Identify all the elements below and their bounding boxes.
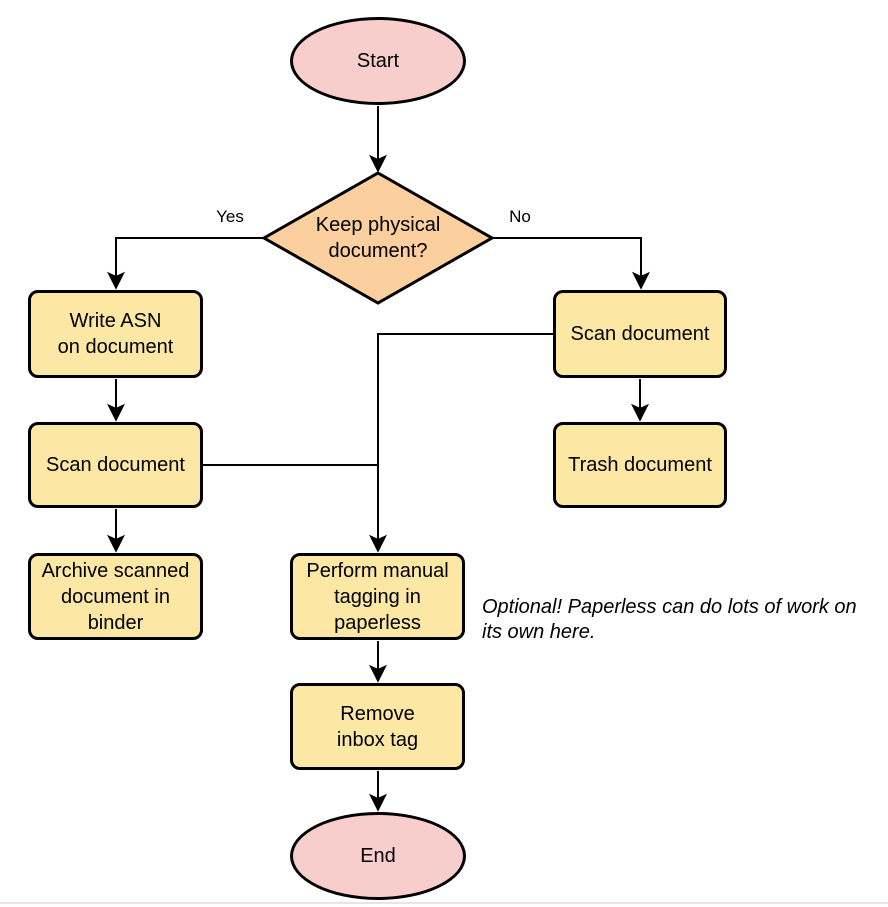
node-remove-inbox-tag-label: Remove inbox tag [336,702,419,751]
node-remove-inbox-tag: Remove inbox tag [290,683,465,770]
edge-no-to-scan-right [492,237,650,290]
node-write-asn: Write ASN on document [28,290,203,378]
node-archive-scanned: Archive scanned document in binder [28,553,203,640]
node-end-label: End [360,845,396,867]
node-start: Start [290,17,466,105]
decision-keep-physical-shape [260,171,496,305]
node-trash-document-label: Trash document [568,454,712,476]
annotation-note: Optional! Paperless can do lots of work … [482,596,857,643]
decision-keep-physical-label: Keep physical document? [315,214,441,262]
node-start-label: Start [356,50,400,72]
node-scan-document-right-label: Scan document [570,323,710,345]
edge-label-yes: Yes [216,207,244,226]
bottom-edge-line [0,902,888,904]
node-end: End [290,812,466,900]
node-scan-document-left-label: Scan document [46,454,185,476]
node-write-asn-label: Write ASN on document [57,310,174,358]
node-scan-document-right: Scan document [553,290,727,378]
node-archive-scanned-label: Archive scanned document in binder [41,559,190,634]
edge-yes-to-write-asn [107,237,264,290]
edge-label-no: No [509,207,531,226]
node-perform-tagging-label: Perform manual tagging in paperless [306,559,449,634]
node-scan-document-left: Scan document [28,422,203,508]
node-perform-tagging: Perform manual tagging in paperless [290,553,465,640]
node-trash-document: Trash document [553,422,727,508]
edge-scan-right-to-perform-tagging [369,333,553,553]
